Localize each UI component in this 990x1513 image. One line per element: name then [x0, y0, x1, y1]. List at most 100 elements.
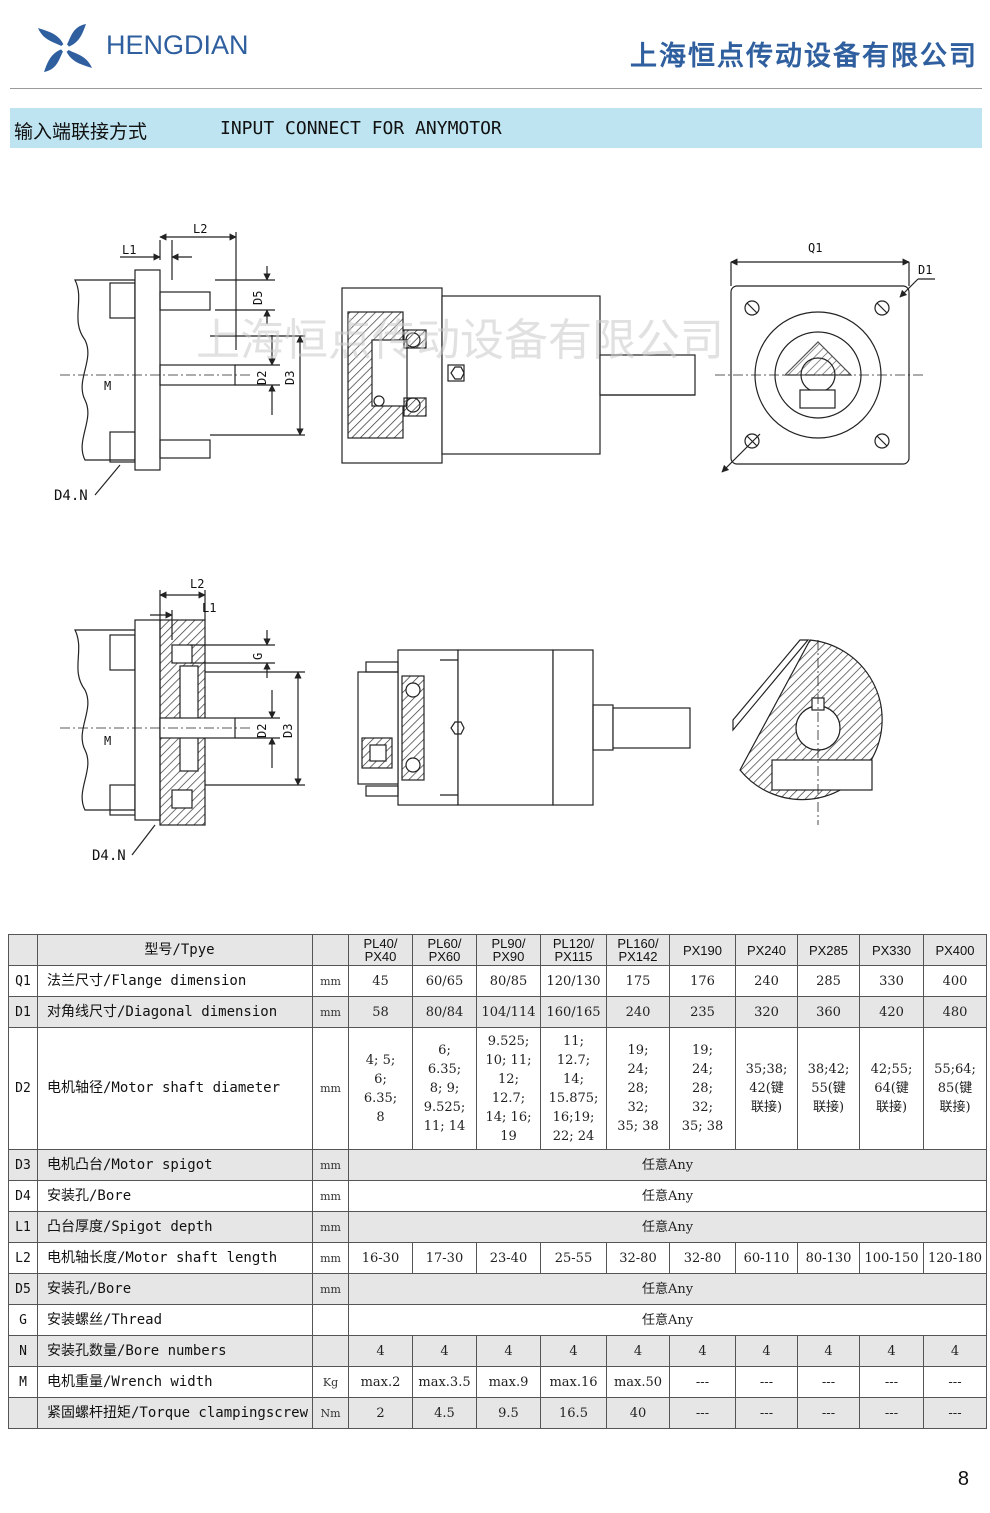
value-line: 10; 11; [485, 1052, 532, 1068]
value-line: 12.7; [556, 1052, 591, 1068]
row-value: max.3.5 [412, 1366, 477, 1398]
value-line: 15.875; [548, 1090, 599, 1106]
row-value: max.9 [476, 1366, 541, 1398]
row-value: 60/65 [412, 965, 477, 997]
value-line: 28; [692, 1081, 713, 1096]
value-line: 55(键 [811, 1081, 846, 1096]
value-line: 28; [627, 1081, 649, 1096]
row-name: 电机轴径/Motor shaft diameter [37, 1027, 313, 1150]
row-value: 285 [797, 965, 860, 997]
row-value: 9.5 [476, 1397, 541, 1429]
row-value: 320 [735, 996, 798, 1028]
value-line: 联接) [750, 1100, 783, 1115]
row-name: 安装孔数量/Bore numbers [37, 1335, 313, 1367]
row-value: 240 [606, 996, 670, 1028]
value-line: 12.7; [491, 1090, 526, 1106]
model-header: PL90/PX90 [476, 934, 541, 966]
header-divider [10, 88, 982, 89]
model-name-line: PX142 [618, 949, 658, 964]
value-line: 联接) [939, 1100, 971, 1115]
row-unit: Kg [312, 1366, 349, 1398]
row-code: L2 [8, 1242, 38, 1274]
row-name: 安装孔/Bore [37, 1180, 313, 1212]
value-line: 4; 5; [365, 1052, 396, 1068]
label-D2-top: D2 [255, 371, 269, 385]
row-code: D5 [8, 1273, 38, 1305]
row-value: 4.5 [412, 1397, 477, 1429]
value-line: 32; [627, 1100, 649, 1115]
row-value: 400 [923, 965, 987, 997]
row-value: 4 [412, 1335, 477, 1367]
label-M-top: M [104, 379, 111, 393]
brand-name: HENGDIAN [106, 30, 249, 60]
row-value: 104/114 [476, 996, 541, 1028]
model-name-line: PX40 [364, 949, 397, 964]
row-value: --- [669, 1397, 736, 1429]
row-any-value: 任意Any [348, 1149, 987, 1181]
row-code: D4 [8, 1180, 38, 1212]
value-line: 9.525; [487, 1033, 530, 1049]
model-name-line: PX115 [554, 949, 593, 964]
value-line: 14; [563, 1071, 584, 1087]
model-header: PL160/PX142 [606, 934, 670, 966]
value-line: 24; [627, 1062, 649, 1077]
row-value: 2 [348, 1397, 413, 1429]
header-unit-cell [312, 934, 349, 966]
row-name: 电机轴长度/Motor shaft length [37, 1242, 313, 1274]
row-value: 9.525;10; 11;12;12.7;14; 16;19 [476, 1027, 541, 1150]
row-value: 480 [923, 996, 987, 1028]
row-unit [312, 1335, 349, 1367]
row-value: 4 [859, 1335, 924, 1367]
value-line: 14; 16; [485, 1109, 532, 1125]
row-value: 360 [797, 996, 860, 1028]
row-code [8, 1397, 38, 1429]
row-value: 60-110 [735, 1242, 798, 1274]
row-value: --- [923, 1366, 987, 1398]
label-D3-top: D3 [283, 371, 297, 385]
model-name-line: PL160/ [617, 936, 659, 951]
row-value: --- [669, 1366, 736, 1398]
row-value: max.2 [348, 1366, 413, 1398]
value-line: 9.525; [423, 1100, 466, 1115]
row-value: 175 [606, 965, 670, 997]
value-line: 联接) [875, 1100, 908, 1115]
row-unit: mm [312, 1273, 349, 1305]
label-D4N-top: D4.N [54, 488, 88, 504]
label-Q1: Q1 [808, 241, 822, 255]
value-line: 19; [692, 1043, 713, 1058]
value-line: 6; [374, 1071, 387, 1087]
value-line: 6.35; [363, 1090, 398, 1106]
model-name-line: PL90/ [491, 936, 526, 951]
model-header: PX400 [923, 934, 987, 966]
value-line: 24; [692, 1062, 713, 1077]
row-code: D3 [8, 1149, 38, 1181]
label-D3-bottom: D3 [281, 724, 295, 738]
row-value: 58 [348, 996, 413, 1028]
model-name-line: PX400 [935, 942, 975, 958]
model-name-line: PX60 [428, 949, 461, 964]
row-value: 420 [859, 996, 924, 1028]
value-line: 8; 9; [429, 1081, 460, 1096]
row-value: 4 [797, 1335, 860, 1367]
row-value: 32-80 [669, 1242, 736, 1274]
model-name-line: PX190 [682, 942, 723, 958]
value-line: 6.35; [427, 1062, 462, 1077]
value-line: 35; 38 [617, 1119, 659, 1134]
model-name-line: PL120/ [552, 936, 595, 951]
row-value: 6;6.35;8; 9;9.525;11; 14 [412, 1027, 477, 1150]
row-value: --- [735, 1397, 798, 1429]
model-name-line: PX90 [492, 949, 525, 964]
row-unit: mm [312, 1242, 349, 1274]
row-value: 4; 5;6;6.35;8 [348, 1027, 413, 1150]
row-value: --- [735, 1366, 798, 1398]
row-value: 11;12.7;14;15.875;16;19;22; 24 [540, 1027, 607, 1150]
row-code: Q1 [8, 965, 38, 997]
value-line: 6; [438, 1043, 451, 1058]
value-line: 35;38; [745, 1062, 788, 1077]
